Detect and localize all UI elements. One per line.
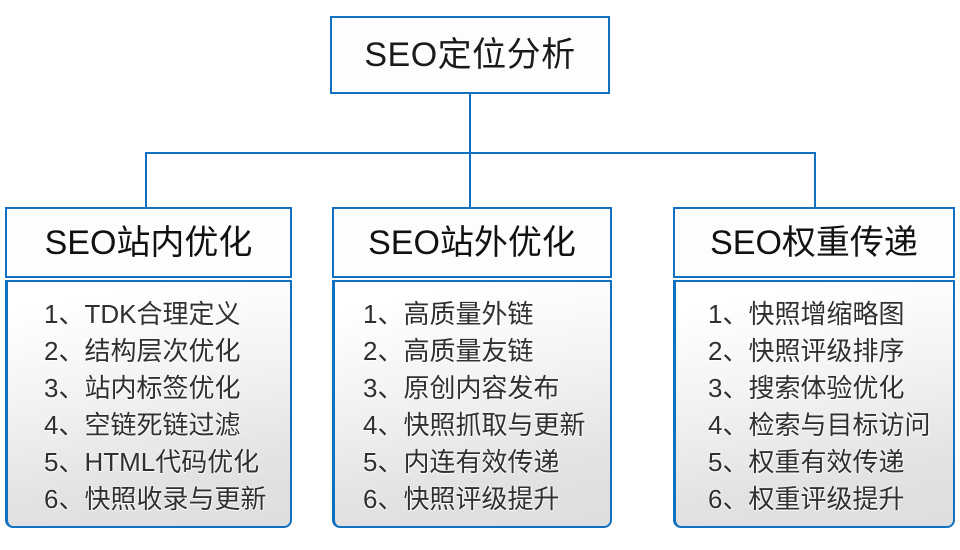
list-item: 4、检索与目标访问 bbox=[708, 410, 931, 440]
branch-header-label-3: SEO权重传递 bbox=[710, 223, 918, 262]
branch-column-1: SEO站内优化 1、TDK合理定义 2、结构层次优化 3、站内标签优化 4、空链… bbox=[5, 207, 292, 528]
list-item: 2、结构层次优化 bbox=[44, 336, 241, 366]
list-item: 3、站内标签优化 bbox=[44, 373, 241, 403]
list-item: 3、搜索体验优化 bbox=[708, 373, 905, 403]
branch-header-label-2: SEO站外优化 bbox=[368, 223, 576, 262]
list-item: 5、HTML代码优化 bbox=[44, 447, 260, 477]
list-item: 1、高质量外链 bbox=[363, 299, 534, 329]
list-item: 2、快照评级排序 bbox=[708, 336, 905, 366]
branch-header-label-1: SEO站内优化 bbox=[44, 223, 253, 262]
list-item: 3、原创内容发布 bbox=[363, 373, 560, 403]
branch-item-list-1: 1、TDK合理定义 2、结构层次优化 3、站内标签优化 4、空链死链过滤 5、H… bbox=[8, 296, 290, 518]
list-item: 1、快照增缩略图 bbox=[708, 299, 905, 329]
branch-header-1[interactable]: SEO站内优化 bbox=[5, 207, 292, 278]
list-item: 1、TDK合理定义 bbox=[44, 299, 241, 329]
branch-body-1: 1、TDK合理定义 2、结构层次优化 3、站内标签优化 4、空链死链过滤 5、H… bbox=[5, 280, 292, 528]
branch-column-3: SEO权重传递 1、快照增缩略图 2、快照评级排序 3、搜索体验优化 4、检索与… bbox=[673, 207, 955, 528]
list-item: 6、快照评级提升 bbox=[363, 484, 560, 514]
list-item: 4、空链死链过滤 bbox=[44, 410, 241, 440]
root-node[interactable]: SEO定位分析 bbox=[330, 16, 610, 94]
list-item: 4、快照抓取与更新 bbox=[363, 410, 586, 440]
list-item: 6、权重评级提升 bbox=[708, 484, 905, 514]
branch-item-list-3: 1、快照增缩略图 2、快照评级排序 3、搜索体验优化 4、检索与目标访问 5、权… bbox=[676, 296, 953, 518]
branch-column-2: SEO站外优化 1、高质量外链 2、高质量友链 3、原创内容发布 4、快照抓取与… bbox=[332, 207, 612, 528]
branch-body-3: 1、快照增缩略图 2、快照评级排序 3、搜索体验优化 4、检索与目标访问 5、权… bbox=[673, 280, 955, 528]
list-item: 5、内连有效传递 bbox=[363, 447, 560, 477]
branch-header-3[interactable]: SEO权重传递 bbox=[673, 207, 955, 278]
branch-item-list-2: 1、高质量外链 2、高质量友链 3、原创内容发布 4、快照抓取与更新 5、内连有… bbox=[335, 296, 610, 518]
list-item: 6、快照收录与更新 bbox=[44, 484, 267, 514]
list-item: 5、权重有效传递 bbox=[708, 447, 905, 477]
branch-body-2: 1、高质量外链 2、高质量友链 3、原创内容发布 4、快照抓取与更新 5、内连有… bbox=[332, 280, 612, 528]
list-item: 2、高质量友链 bbox=[363, 336, 534, 366]
root-node-label: SEO定位分析 bbox=[364, 36, 576, 74]
branch-header-2[interactable]: SEO站外优化 bbox=[332, 207, 612, 278]
